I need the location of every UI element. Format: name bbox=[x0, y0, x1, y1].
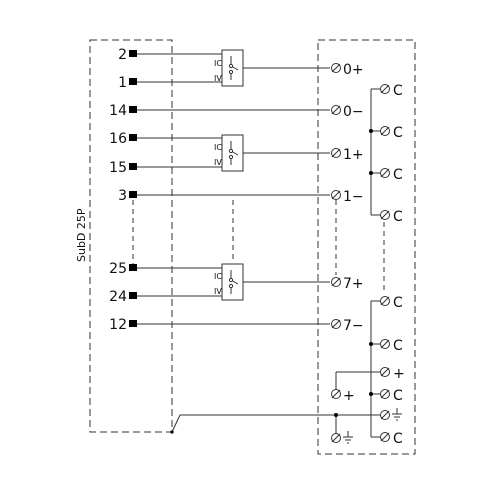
svg-text:0+: 0+ bbox=[343, 62, 364, 78]
terminal-1-plus: 1+ bbox=[331, 147, 364, 163]
svg-text:+: + bbox=[343, 388, 355, 404]
svg-text:1+: 1+ bbox=[343, 147, 364, 163]
svg-text:C: C bbox=[393, 167, 403, 183]
common-terminals: C C C C C C + bbox=[380, 83, 405, 447]
pin-2-label: 2 bbox=[118, 47, 127, 63]
channel-terminals: 0+ 0− 1+ 1− 7+ 7− bbox=[331, 62, 364, 334]
connector-label: SubD 25P bbox=[75, 208, 88, 262]
ground-terminal-left bbox=[331, 431, 353, 444]
common-dots-lower bbox=[170, 342, 373, 434]
common-terminal-3: C bbox=[380, 167, 403, 183]
pin-1-label: 1 bbox=[118, 75, 127, 91]
switch-7-bottom-label: IV bbox=[214, 287, 222, 296]
svg-text:C: C bbox=[393, 431, 403, 447]
pin-15-label: 15 bbox=[109, 160, 127, 176]
common-bus-lower bbox=[171, 300, 380, 438]
svg-text:C: C bbox=[393, 83, 403, 99]
common-terminal-4: C bbox=[380, 209, 403, 225]
switch-1-bottom-label: IV bbox=[214, 158, 222, 167]
pin-24-label: 24 bbox=[109, 289, 127, 305]
svg-text:C: C bbox=[393, 125, 403, 141]
pin-numbers: 2 1 14 16 15 3 25 24 12 bbox=[109, 47, 127, 333]
svg-text:0−: 0− bbox=[343, 104, 364, 120]
svg-text:C: C bbox=[393, 338, 403, 354]
pin-14-label: 14 bbox=[109, 103, 127, 119]
pin-3-label: 3 bbox=[118, 188, 127, 204]
common-terminal-5: C bbox=[380, 295, 403, 311]
terminal-box bbox=[317, 39, 416, 455]
terminal-0-plus: 0+ bbox=[331, 62, 364, 78]
svg-text:7+: 7+ bbox=[343, 276, 364, 292]
terminal-1-minus: 1− bbox=[331, 189, 364, 205]
terminal-0-minus: 0− bbox=[331, 104, 364, 120]
common-terminal-2: C bbox=[380, 125, 403, 141]
svg-text:C: C bbox=[393, 388, 403, 404]
plus-terminal-right: + bbox=[380, 366, 405, 382]
ground-terminal-right bbox=[380, 408, 402, 421]
ground-icon bbox=[343, 431, 353, 444]
common-terminal-8: C bbox=[380, 431, 403, 447]
pin-wires bbox=[137, 53, 330, 325]
pin-16-label: 16 bbox=[109, 131, 127, 147]
terminal-7-plus: 7+ bbox=[331, 276, 364, 292]
switch-7: IC IV bbox=[214, 263, 244, 301]
common-terminal-7: C bbox=[380, 388, 403, 404]
common-terminal-1: C bbox=[380, 83, 403, 99]
svg-text:+: + bbox=[393, 366, 405, 382]
svg-text:7−: 7− bbox=[343, 318, 364, 334]
common-bus-upper bbox=[370, 88, 380, 216]
switch-0-top-label: IC bbox=[214, 59, 222, 68]
switch-7-top-label: IC bbox=[214, 272, 222, 281]
switch-1-top-label: IC bbox=[214, 143, 222, 152]
svg-text:C: C bbox=[393, 209, 403, 225]
terminal-7-minus: 7− bbox=[331, 318, 364, 334]
connector-box bbox=[89, 39, 173, 433]
pin-markers bbox=[129, 50, 137, 327]
switch-0: IC IV bbox=[214, 49, 244, 87]
plus-terminal-left: + bbox=[331, 388, 355, 404]
svg-text:1−: 1− bbox=[343, 189, 364, 205]
ground-icon bbox=[392, 408, 402, 421]
switch-0-bottom-label: IV bbox=[214, 74, 222, 83]
continuation-lines bbox=[132, 200, 385, 292]
common-dots-upper bbox=[369, 129, 373, 175]
pin-25-label: 25 bbox=[109, 261, 127, 277]
common-terminal-6: C bbox=[380, 338, 403, 354]
pin-12-label: 12 bbox=[109, 317, 127, 333]
switch-1: IC IV bbox=[214, 134, 244, 172]
svg-text:C: C bbox=[393, 295, 403, 311]
